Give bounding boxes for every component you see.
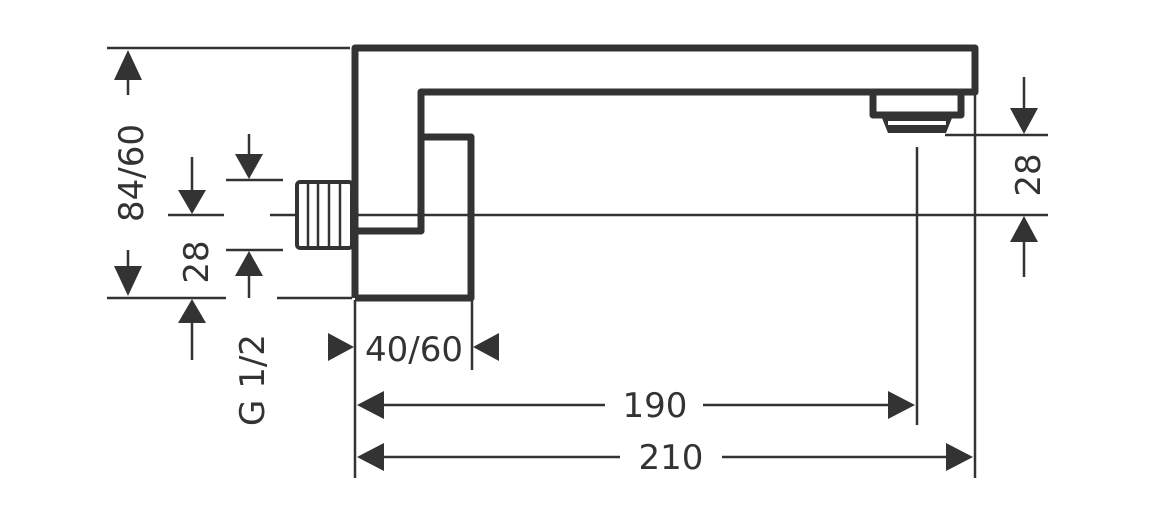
dimension-thread: G 1/2	[233, 134, 273, 426]
spout-body-outline	[351, 44, 979, 298]
dimension-inlet-offset: 28	[177, 157, 217, 360]
threaded-connector	[295, 180, 354, 250]
dimension-plate-width-label: 40/60	[365, 330, 463, 370]
aerator-outlet	[869, 93, 965, 133]
dimension-outlet-drop-label: 28	[1009, 153, 1049, 196]
dimension-height-label: 84/60	[112, 124, 152, 222]
wall-block-outline	[355, 133, 475, 302]
dimension-outlet-projection-label: 190	[623, 386, 688, 426]
dimension-inlet-offset-label: 28	[177, 240, 217, 283]
extension-lines	[107, 46, 1048, 478]
dimension-total-projection: 210	[357, 438, 973, 478]
dimension-total-projection-label: 210	[639, 438, 704, 478]
dimension-height: 84/60	[112, 50, 152, 296]
dimension-outlet-projection: 190	[357, 386, 915, 426]
dimension-plate-width: 40/60	[328, 330, 499, 370]
dimension-outlet-drop: 28	[1009, 77, 1049, 277]
dimension-thread-label: G 1/2	[233, 334, 273, 426]
